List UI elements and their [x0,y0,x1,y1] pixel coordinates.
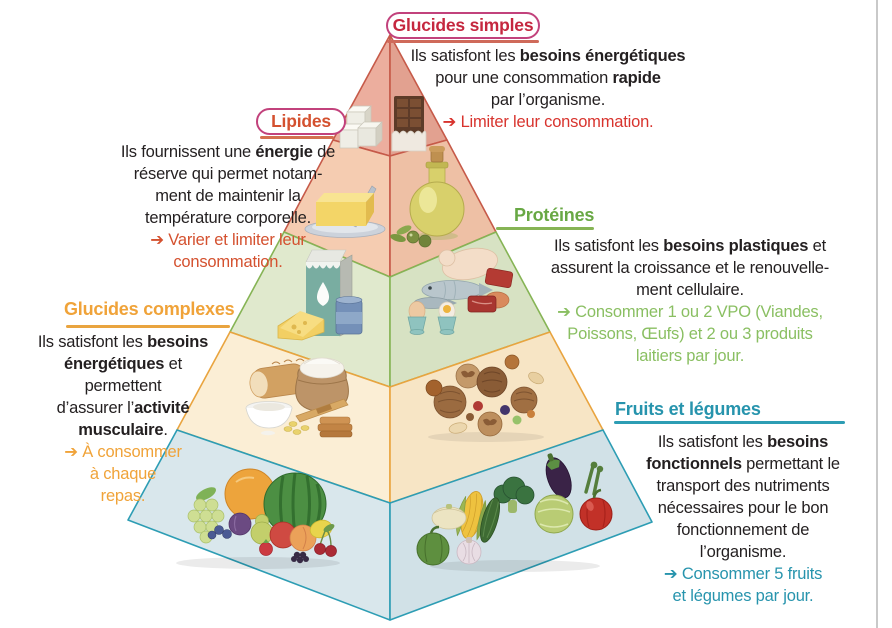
glucides-simples-recommendation: ➔ Limiter leur consommation. [400,111,696,133]
broccoli [493,476,535,513]
proteines-label: Protéines [514,205,595,225]
text-line: Ils fournissent une énergie de [120,143,336,161]
proteines-underline [496,227,594,230]
fruits-legumes-description: Ils satisfont les besoins fonctionnels pe… [602,431,884,607]
text-line: ➔ Consommer 5 fruits [663,565,823,583]
text-line: à chaque [89,465,157,483]
text-line: ment de maintenir la [155,187,301,205]
nuts-illustration [425,354,544,442]
text-line: énergétiques et [63,355,183,373]
proteines-description: Ils satisfont les besoins plastiques et a… [500,235,880,367]
dairy-illustration [277,249,363,341]
sugar-cubes-illustration [339,105,383,149]
text-line: consommation. [173,253,283,271]
fruits-legumes-body-text: Ils satisfont les besoins fonctionnels pe… [602,431,884,563]
text-line: ➔ À consommer [64,443,182,461]
glucides-simples-label-pill: Glucides simples [386,12,540,39]
text-line: ➔ Limiter leur consommation. [442,113,654,131]
glucides-complexes-recommendation: ➔ À consommer à chaque repas. [4,441,242,507]
glucides-simples-underline [387,40,539,43]
text-line: ➔ Consommer 1 ou 2 VPO (Viandes, [557,303,823,321]
text-line: d’assurer l’activité [56,399,190,417]
text-line: permettent [84,377,162,395]
text-line: Poissons, Œufs) et 2 ou 3 produits [567,325,813,343]
fruits-legumes-label: Fruits et légumes [615,399,761,419]
text-line: ment cellulaire. [636,281,744,299]
text-line: assurent la croissance et le renouvelle- [550,259,830,277]
fruits-legumes-underline [614,421,845,424]
glucides-complexes-label: Glucides complexes [64,299,235,319]
text-line: l’organisme. [699,543,787,561]
text-line: Ils satisfont les besoins [657,433,829,451]
fruits-illustration [176,468,340,569]
text-line: réserve qui permet notam- [133,165,323,183]
glucides-complexes-underline [66,325,230,328]
page-edge-line [876,0,878,628]
text-line: nécessaires pour le bon [657,499,829,517]
text-line: ➔ Varier et limiter leur [150,231,306,249]
text-line: musculaire. [78,421,168,439]
lipides-label: Lipides [271,111,331,131]
olive-oil-bottle-illustration [390,146,465,248]
proteines-recommendation: ➔ Consommer 1 ou 2 VPO (Viandes, Poissons… [500,301,880,367]
text-line: repas. [100,487,146,505]
text-line: fonctionnels permettant le [646,455,840,473]
cereals-illustration [245,357,353,438]
proteines-body-text: Ils satisfont les besoins plastiques et a… [500,235,880,301]
text-line: température corporelle. [145,209,311,227]
text-line: fonctionnement de [676,521,810,539]
glucides-simples-label: Glucides simples [392,15,534,35]
lipides-description: Ils fournissent une énergie de réserve qu… [86,141,370,273]
lipides-recommendation: ➔ Varier et limiter leur consommation. [86,229,370,273]
text-line: pour une consommation rapide [435,69,661,87]
glucides-simples-body-text: Ils satisfont les besoins énergétiques po… [400,45,696,111]
text-line: Ils satisfont les besoins énergétiques [410,47,686,65]
text-line: et légumes par jour. [672,587,814,605]
chocolate-bar-illustration [391,96,427,152]
text-line: laitiers par jour. [635,347,745,365]
text-line: Ils satisfont les besoins plastiques et [554,237,826,255]
text-line: par l’organisme. [490,91,606,109]
text-line: transport des nutriments [656,477,830,495]
lipides-body-text: Ils fournissent une énergie de réserve qu… [86,141,370,229]
lipides-underline [260,136,334,139]
text-line: Ils satisfont les besoins [37,333,209,351]
tier-fruits-legumes-right-face [389,429,653,621]
vegetables-illustration [416,453,613,572]
glucides-complexes-body-text: Ils satisfont les besoins énergétiques et… [4,331,242,441]
lipides-label-pill: Lipides [256,108,346,135]
glucides-simples-description: Ils satisfont les besoins énergétiques po… [400,45,696,133]
butter-dish-illustration [304,185,386,238]
fruits-legumes-recommendation: ➔ Consommer 5 fruits et légumes par jour. [602,563,884,607]
meat-fish-eggs-illustration [407,247,514,335]
glucides-complexes-description: Ils satisfont les besoins énergétiques et… [4,331,242,507]
